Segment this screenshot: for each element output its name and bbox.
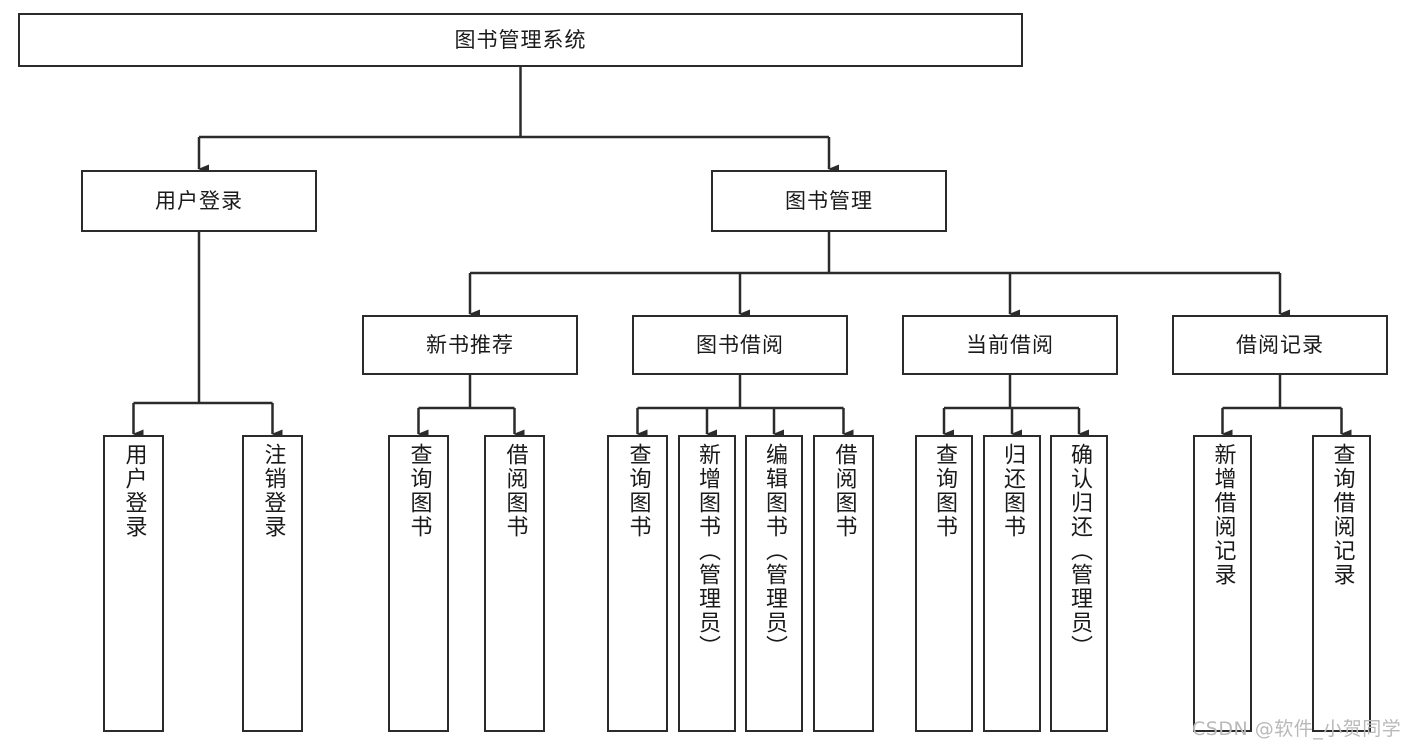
- node-label: 图书管理: [785, 188, 873, 213]
- node-l-editbook[interactable]: 编辑图书（管理员）: [745, 435, 803, 732]
- node-root[interactable]: 图书管理系统: [18, 13, 1023, 67]
- node-records[interactable]: 借阅记录: [1172, 315, 1388, 375]
- node-label: 查询图书: [931, 443, 957, 539]
- node-label: 编辑图书（管理员）: [761, 443, 787, 659]
- node-l-logout[interactable]: 注销登录: [242, 435, 303, 732]
- node-l-return[interactable]: 归还图书: [983, 435, 1041, 732]
- node-bookmgmt[interactable]: 图书管理: [711, 170, 947, 232]
- node-l-userlogin[interactable]: 用户登录: [103, 435, 164, 732]
- node-label: 借阅记录: [1236, 332, 1324, 357]
- node-label: 新增借阅记录: [1210, 443, 1236, 587]
- node-login[interactable]: 用户登录: [81, 170, 317, 232]
- node-label: 借阅图书: [831, 443, 857, 539]
- csdn-watermark: CSDN @软件_小贺同学: [1192, 718, 1402, 740]
- node-label: 图书管理系统: [454, 27, 587, 52]
- node-l-query1[interactable]: 查询图书: [388, 435, 449, 732]
- node-borrow[interactable]: 图书借阅: [632, 315, 848, 375]
- node-l-confirm[interactable]: 确认归还（管理员）: [1050, 435, 1108, 732]
- node-label: 查询借阅记录: [1329, 443, 1355, 587]
- node-newbook[interactable]: 新书推荐: [362, 315, 578, 375]
- node-l-query3[interactable]: 查询图书: [915, 435, 973, 732]
- edge-paths: [132, 67, 1352, 439]
- node-label: 注销登录: [260, 443, 286, 539]
- node-label: 图书借阅: [696, 332, 784, 357]
- node-l-query2[interactable]: 查询图书: [607, 435, 668, 732]
- node-label: 查询图书: [406, 443, 432, 539]
- node-l-addbook[interactable]: 新增图书（管理员）: [678, 435, 736, 732]
- node-l-queryrec[interactable]: 查询借阅记录: [1312, 435, 1371, 732]
- node-label: 确认归还（管理员）: [1066, 443, 1092, 659]
- node-label: 查询图书: [625, 443, 651, 539]
- node-label: 借阅图书: [502, 443, 528, 539]
- node-current[interactable]: 当前借阅: [902, 315, 1118, 375]
- node-label: 归还图书: [999, 443, 1025, 539]
- node-label: 新书推荐: [426, 332, 514, 357]
- node-label: 当前借阅: [966, 332, 1054, 357]
- node-label: 用户登录: [121, 443, 147, 539]
- node-label: 新增图书（管理员）: [694, 443, 720, 659]
- node-l-addrec[interactable]: 新增借阅记录: [1193, 435, 1252, 732]
- node-l-borrow1[interactable]: 借阅图书: [484, 435, 545, 732]
- node-l-borrow2[interactable]: 借阅图书: [813, 435, 874, 732]
- node-label: 用户登录: [155, 188, 243, 213]
